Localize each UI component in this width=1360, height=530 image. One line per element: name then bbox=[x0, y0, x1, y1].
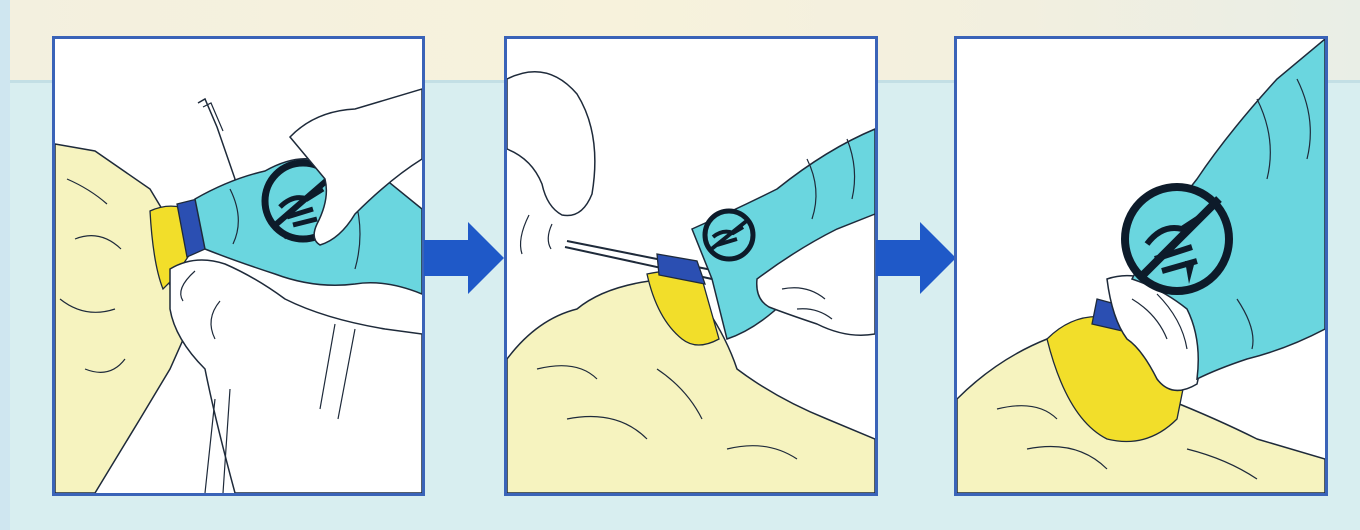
step-3-panel bbox=[954, 36, 1328, 496]
step-1-illustration bbox=[55, 39, 422, 493]
step-3-illustration bbox=[957, 39, 1325, 493]
step-2-illustration bbox=[507, 39, 875, 493]
arrow-right-icon bbox=[424, 222, 504, 299]
left-edge-strip bbox=[0, 0, 10, 530]
step-1-panel bbox=[52, 36, 425, 496]
step-2-panel bbox=[504, 36, 878, 496]
arrow-right-icon bbox=[876, 222, 956, 299]
no-hand-contact-symbol-icon bbox=[705, 211, 753, 259]
no-hand-contact-symbol-icon bbox=[1125, 187, 1229, 291]
